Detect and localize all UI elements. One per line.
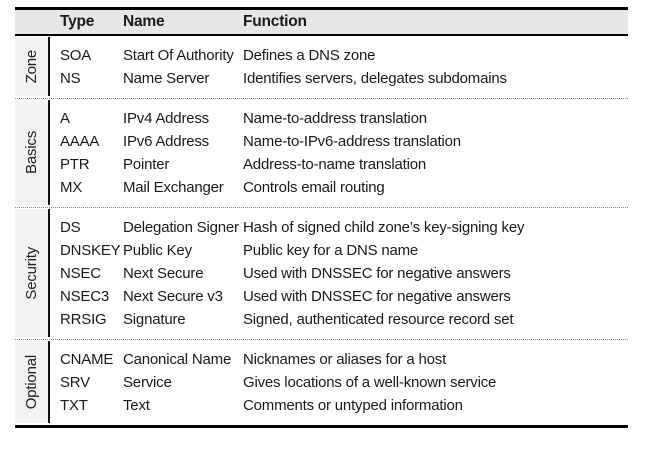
table-row: A IPv4 Address Name-to-address translation xyxy=(60,107,628,130)
table-row: NS Name Server Identifies servers, delegat… xyxy=(60,67,628,90)
cell-function: Used with DNSSEC for negative answers xyxy=(243,265,511,282)
table-row: SRV Service Gives locations of a well-know… xyxy=(60,371,628,394)
table-row: TXT Text Comments or untyped information xyxy=(60,394,628,417)
cell-name: Service xyxy=(123,374,172,391)
cell-function: Name-to-address translation xyxy=(243,110,427,127)
cell-name: Next Secure v3 xyxy=(123,288,223,305)
cell-name: Start Of Authority xyxy=(123,47,234,64)
cell-function: Comments or untyped information xyxy=(243,397,463,414)
column-header-name: Name xyxy=(123,13,165,30)
cell-name: Name Server xyxy=(123,70,210,87)
cell-function: Address-to-name translation xyxy=(243,156,427,173)
cell-function: Used with DNSSEC for negative answers xyxy=(243,288,511,305)
cell-name: Signature xyxy=(123,311,186,328)
cell-name: Public Key xyxy=(123,242,192,259)
cell-type: DNSKEY xyxy=(60,242,121,259)
cell-type: MX xyxy=(60,179,83,196)
cell-type: CNAME xyxy=(60,351,114,368)
cell-type: DS xyxy=(60,219,81,236)
cell-function: Nicknames or aliases for a host xyxy=(243,351,447,368)
cell-type: TXT xyxy=(60,397,88,414)
cell-function: Public key for a DNS name xyxy=(243,242,419,259)
cell-name: Canonical Name xyxy=(123,351,232,368)
dns-record-types-table: Type Name Function Zone SOA Start Of Autho… xyxy=(15,7,628,428)
group-optional: Optional CNAME Canonical Name Nicknames or … xyxy=(15,340,628,425)
group-label: Security xyxy=(23,246,40,300)
group-label: Zone xyxy=(23,49,40,84)
table-row: SOA Start Of Authority Defines a DNS zone xyxy=(60,44,628,67)
group-label: Basics xyxy=(23,131,40,174)
table-row: PTR Pointer Address-to-name translation xyxy=(60,153,628,176)
cell-type: RRSIG xyxy=(60,311,107,328)
cell-name: IPv6 Address xyxy=(123,133,209,150)
cell-function: Signed, authenticated resource record se… xyxy=(243,311,514,328)
group-label-cell: Security xyxy=(15,209,50,337)
table-header-row: Type Name Function xyxy=(15,10,628,36)
table-row: MX Mail Exchanger Controls email routing xyxy=(60,176,628,199)
group-zone: Zone SOA Start Of Authority Defines a DNS z… xyxy=(15,36,628,99)
group-label: Optional xyxy=(23,354,40,410)
cell-function: Name-to-IPv6-address translation xyxy=(243,133,461,150)
cell-name: Text xyxy=(123,397,150,414)
group-rows: A IPv4 Address Name-to-address translation… xyxy=(50,99,628,207)
cell-type: NSEC3 xyxy=(60,288,110,305)
group-rows: CNAME Canonical Name Nicknames or aliases … xyxy=(50,340,628,425)
cell-function: Hash of signed child zone’s key-signing … xyxy=(243,219,525,236)
cell-function: Controls email routing xyxy=(243,179,385,196)
cell-name: Pointer xyxy=(123,156,170,173)
table-row: NSEC3 Next Secure v3 Used with DNSSEC for … xyxy=(60,285,628,308)
cell-type: AAAA xyxy=(60,133,100,150)
column-header-function: Function xyxy=(243,13,307,30)
cell-name: IPv4 Address xyxy=(123,110,209,127)
cell-function: Defines a DNS zone xyxy=(243,47,376,64)
cell-name: Mail Exchanger xyxy=(123,179,224,196)
table-body: Zone SOA Start Of Authority Defines a DNS z… xyxy=(15,36,628,425)
table-row: CNAME Canonical Name Nicknames or aliases … xyxy=(60,348,628,371)
table-row: AAAA IPv6 Address Name-to-IPv6-address tra… xyxy=(60,130,628,153)
cell-type: NS xyxy=(60,70,81,87)
cell-type: NSEC xyxy=(60,265,101,282)
cell-function: Identifies servers, delegates subdomains xyxy=(243,70,507,87)
group-label-cell: Zone xyxy=(15,37,50,96)
cell-type: SRV xyxy=(60,374,90,391)
table-row: RRSIG Signature Signed, authenticated reso… xyxy=(60,308,628,331)
table-row: NSEC Next Secure Used with DNSSEC for nega… xyxy=(60,262,628,285)
cell-name: Next Secure xyxy=(123,265,204,282)
group-label-cell: Optional xyxy=(15,341,50,423)
column-header-type: Type xyxy=(60,13,95,30)
cell-type: A xyxy=(60,110,70,127)
cell-name: Delegation Signer xyxy=(123,219,239,236)
group-label-cell: Basics xyxy=(15,100,50,205)
cell-type: SOA xyxy=(60,47,92,64)
cell-function: Gives locations of a well-known service xyxy=(243,374,497,391)
group-basics: Basics A IPv4 Address Name-to-address trans… xyxy=(15,99,628,208)
cell-type: PTR xyxy=(60,156,90,173)
